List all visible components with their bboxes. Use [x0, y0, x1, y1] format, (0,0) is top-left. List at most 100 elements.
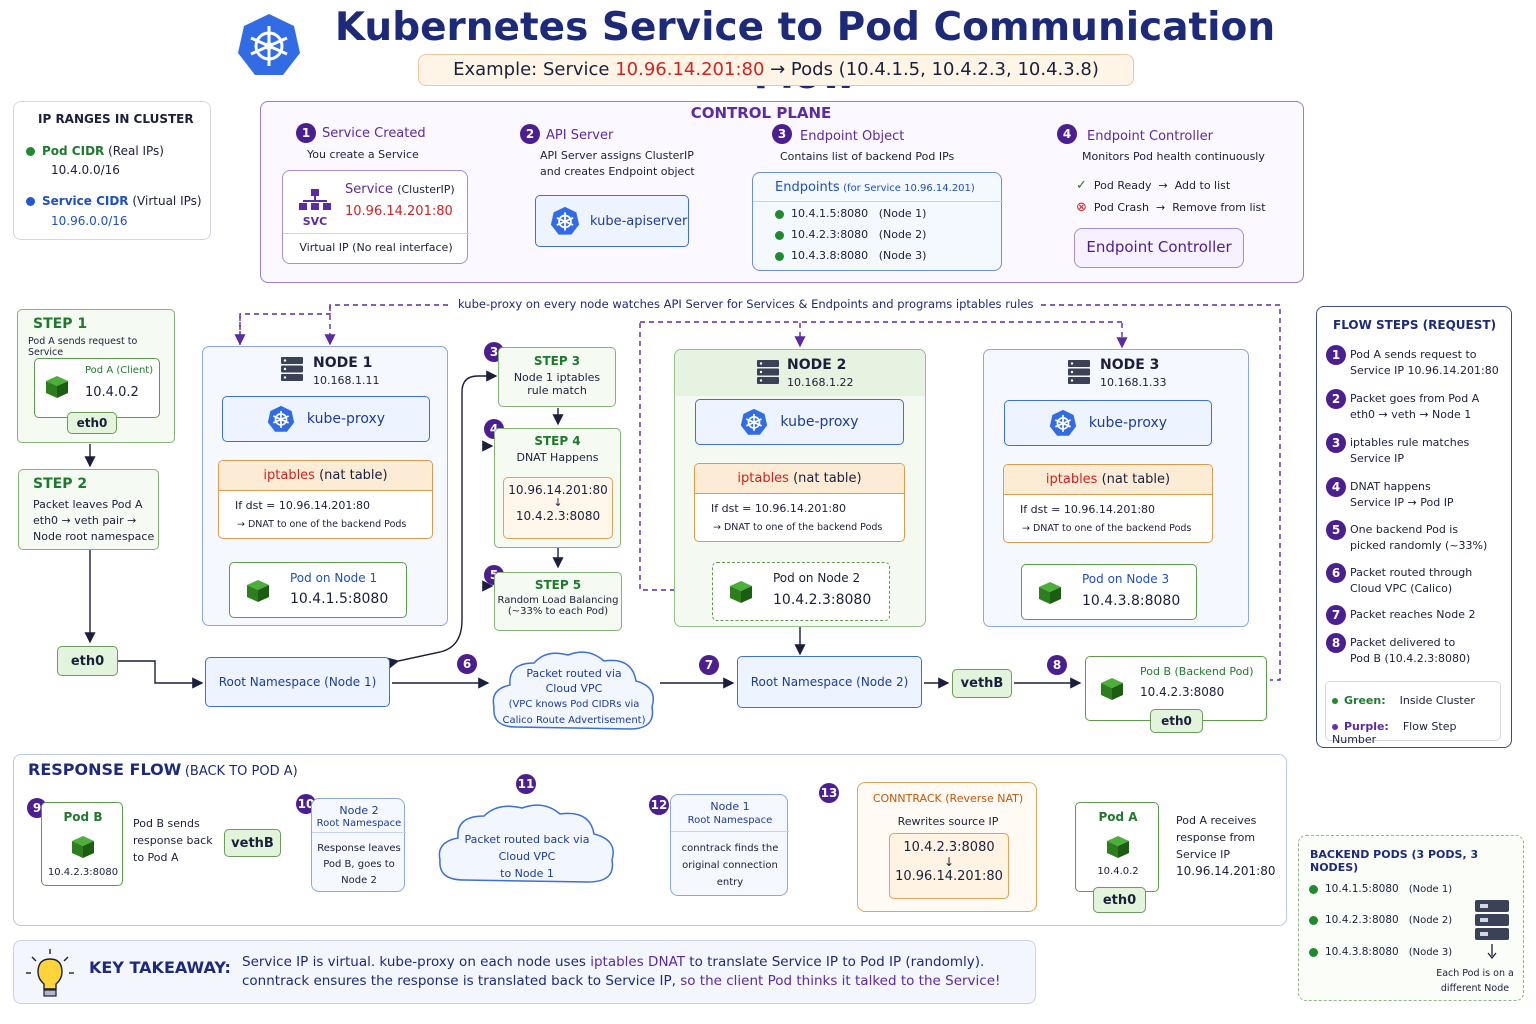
green-dot-icon: [1332, 698, 1338, 704]
pod-crash-label: Pod Crash: [1093, 201, 1150, 214]
iptables-note: (nat table): [319, 468, 388, 483]
pod-b-ip: 10.4.2.3:8080: [1140, 685, 1225, 699]
step-4-desc: DNAT Happens: [516, 451, 599, 464]
iptables-note: (nat table): [793, 471, 862, 486]
node-3-pod-title: Pod on Node 3: [1082, 572, 1170, 586]
kube-proxy-label: kube-proxy: [306, 411, 386, 427]
response-node-2-box[interactable]: Node 2 Root Namespace Response leaves Po…: [311, 798, 406, 892]
service-box-ip: 10.96.14.201:80: [345, 204, 453, 219]
cp-step-4-title: Endpoint Controller: [1087, 129, 1213, 144]
backend-note: Each Pod is on a different Node: [1429, 966, 1521, 996]
conntrack-box[interactable]: CONNTRACK (Reverse NAT) Rewrites source …: [857, 782, 1037, 912]
takeaway-text: Service IP is virtual. kube-proxy on eac…: [242, 954, 591, 970]
service-box[interactable]: SVC Service (ClusterIP) 10.96.14.201:80 …: [282, 170, 469, 264]
kubernetes-wheel-icon: [267, 405, 295, 432]
node-2-iptables[interactable]: iptables (nat table) If dst = 10.96.14.2…: [694, 463, 905, 542]
pod-a-label: Pod A (Client): [85, 365, 153, 376]
response-cloud-line-1: Packet routed back via: [464, 833, 590, 846]
response-pod-b[interactable]: Pod B 10.4.2.3:8080: [41, 802, 123, 886]
backend-note-1: Each Pod is on a: [1436, 968, 1514, 979]
step-1-title: STEP 1: [33, 316, 88, 332]
flow-step-line-1: Pod A sends request to: [1350, 348, 1477, 361]
vethb-interface[interactable]: vethB: [952, 669, 1012, 698]
pod-a-box[interactable]: Pod A (Client) 10.4.0.2: [34, 358, 160, 418]
lightbulb-icon: [26, 949, 74, 997]
subtitle-suffix: → Pods (10.4.1.5, 10.4.2.3, 10.4.3.8): [764, 59, 1099, 80]
backend-pod-ip: 10.4.1.5:8080: [1325, 883, 1399, 895]
cloud-vpc[interactable]: Packet routed via Cloud VPC (VPC knows P…: [486, 645, 662, 741]
response-pod-a[interactable]: Pod A 10.4.0.2: [1075, 802, 1159, 892]
root-namespace-node-1[interactable]: Root Namespace (Node 1): [205, 657, 390, 707]
response-flow-subtitle: (BACK TO POD A): [184, 764, 298, 779]
step-3-line-1: Node 1 iptables: [513, 371, 601, 384]
response-flow-title-row: RESPONSE FLOW (BACK TO POD A): [28, 760, 298, 779]
dnat-to: 10.4.2.3:8080: [515, 509, 601, 523]
ip-ranges-title: IP RANGES IN CLUSTER: [38, 112, 194, 126]
node-3-iptables[interactable]: iptables (nat table) If dst = 10.96.14.2…: [1003, 464, 1213, 543]
response-cloud-line-3: to Node 1: [500, 867, 554, 880]
endpoints-title: Endpoints: [775, 180, 840, 195]
response-node-1-title-2: Root Namespace: [687, 815, 773, 826]
node-3-pod-ip: 10.4.3.8:8080: [1082, 593, 1181, 609]
response-pod-a-eth0: eth0: [1093, 887, 1146, 913]
kube-apiserver-box[interactable]: kube-apiserver: [535, 195, 689, 247]
service-box-divider: [283, 233, 469, 234]
node-1-kube-proxy[interactable]: kube-proxy: [222, 396, 430, 442]
green-dot-icon: [1309, 884, 1318, 894]
key-takeaway-line-1: Service IP is virtual. kube-proxy on eac…: [242, 954, 984, 970]
endpoints-box[interactable]: Endpoints (for Service 10.96.14.201) 10.…: [752, 172, 1003, 271]
cp-step-1-badge: 1: [296, 123, 316, 143]
iptables-rule-1: If dst = 10.96.14.201:80: [235, 499, 371, 512]
response-node-1-line-1: conntrack finds the: [681, 843, 779, 854]
endpoints-header: Endpoints (for Service 10.96.14.201): [775, 180, 975, 195]
pod-b-eth0: eth0: [1150, 709, 1203, 733]
flow-step-badge: 3: [1326, 433, 1346, 453]
subtitle-prefix: Example: Service: [453, 59, 616, 80]
response-cloud-vpc[interactable]: Packet routed back via Cloud VPC to Node…: [432, 800, 622, 892]
flow-step-line-1: iptables rule matches: [1350, 436, 1470, 449]
kube-proxy-watch-note: kube-proxy on every node watches API Ser…: [454, 297, 1038, 311]
node-1-iptables[interactable]: iptables (nat table) If dst = 10.96.14.2…: [218, 460, 433, 539]
cp-step-2-desc-2: and creates Endpoint object: [540, 165, 695, 178]
backend-pod-row: 10.4.3.8:8080 (Node 3): [1309, 946, 1452, 958]
pod-cidr-row: Pod CIDR (Real IPs): [26, 144, 164, 158]
node-1-pod[interactable]: Pod on Node 1 10.4.1.5:8080: [229, 562, 407, 618]
server-icon: [281, 357, 303, 381]
response-node-1-box[interactable]: Node 1 Root Namespace conntrack finds th…: [670, 794, 789, 896]
endpoint-controller-box[interactable]: Endpoint Controller: [1074, 228, 1244, 268]
step-5-box: STEP 5 Random Load Balancing (~33% to ea…: [494, 572, 622, 631]
step-3-box: STEP 3 Node 1 iptables rule match: [498, 347, 616, 407]
node-2-pod[interactable]: Pod on Node 2 10.4.2.3:8080: [712, 562, 890, 621]
flow-step-badge: 8: [1326, 633, 1346, 653]
flow-step-line-2: picked randomly (~33%): [1350, 539, 1488, 552]
eth0-interface[interactable]: eth0: [57, 646, 118, 676]
response-pod-b-text-1: Pod B sends: [133, 817, 200, 830]
response-vethb[interactable]: vethB: [224, 829, 281, 857]
step-2-title: STEP 2: [33, 476, 88, 492]
response-node-1-title-1: Node 1: [710, 800, 750, 813]
divider: [671, 831, 789, 832]
step-1-box: STEP 1 Pod A sends request to Service Po…: [17, 309, 175, 443]
key-takeaway-panel: KEY TAKEAWAY: Service IP is virtual. kub…: [13, 940, 1036, 1004]
service-cidr-label: Service CIDR: [42, 194, 129, 208]
response-pod-b-text-3: to Pod A: [133, 851, 179, 864]
node-3-pod[interactable]: Pod on Node 3 10.4.3.8:8080: [1021, 564, 1197, 620]
root-namespace-node-2[interactable]: Root Namespace (Node 2): [737, 656, 922, 708]
check-circle-icon: ✓: [1076, 178, 1087, 193]
cp-step-3-title: Endpoint Object: [800, 129, 905, 144]
response-node-2-line-1: Response leaves: [317, 843, 401, 854]
takeaway-highlight: so the client Pod thinks it talked to th…: [680, 973, 1001, 989]
pod-ready-action: Add to list: [1174, 179, 1231, 192]
node-3-kube-proxy[interactable]: kube-proxy: [1004, 400, 1212, 446]
dnat-box: 10.96.14.201:80 ↓ 10.4.2.3:8080: [503, 477, 613, 539]
cp-step-2-badge: 2: [520, 124, 540, 144]
flow-step-line-2: eth0 → veth → Node 1: [1350, 408, 1472, 421]
response-node-1-desc: conntrack finds the original connection …: [671, 840, 789, 891]
node-1-pod-title: Pod on Node 1: [290, 571, 378, 585]
legend-purple-row: Purple: Flow Step Number: [1332, 720, 1500, 746]
server-icon: [757, 360, 779, 384]
conntrack-arrow: ↓: [943, 855, 955, 869]
step-5-line-1: Random Load Balancing: [497, 595, 619, 606]
node-2-kube-proxy[interactable]: kube-proxy: [695, 399, 904, 445]
